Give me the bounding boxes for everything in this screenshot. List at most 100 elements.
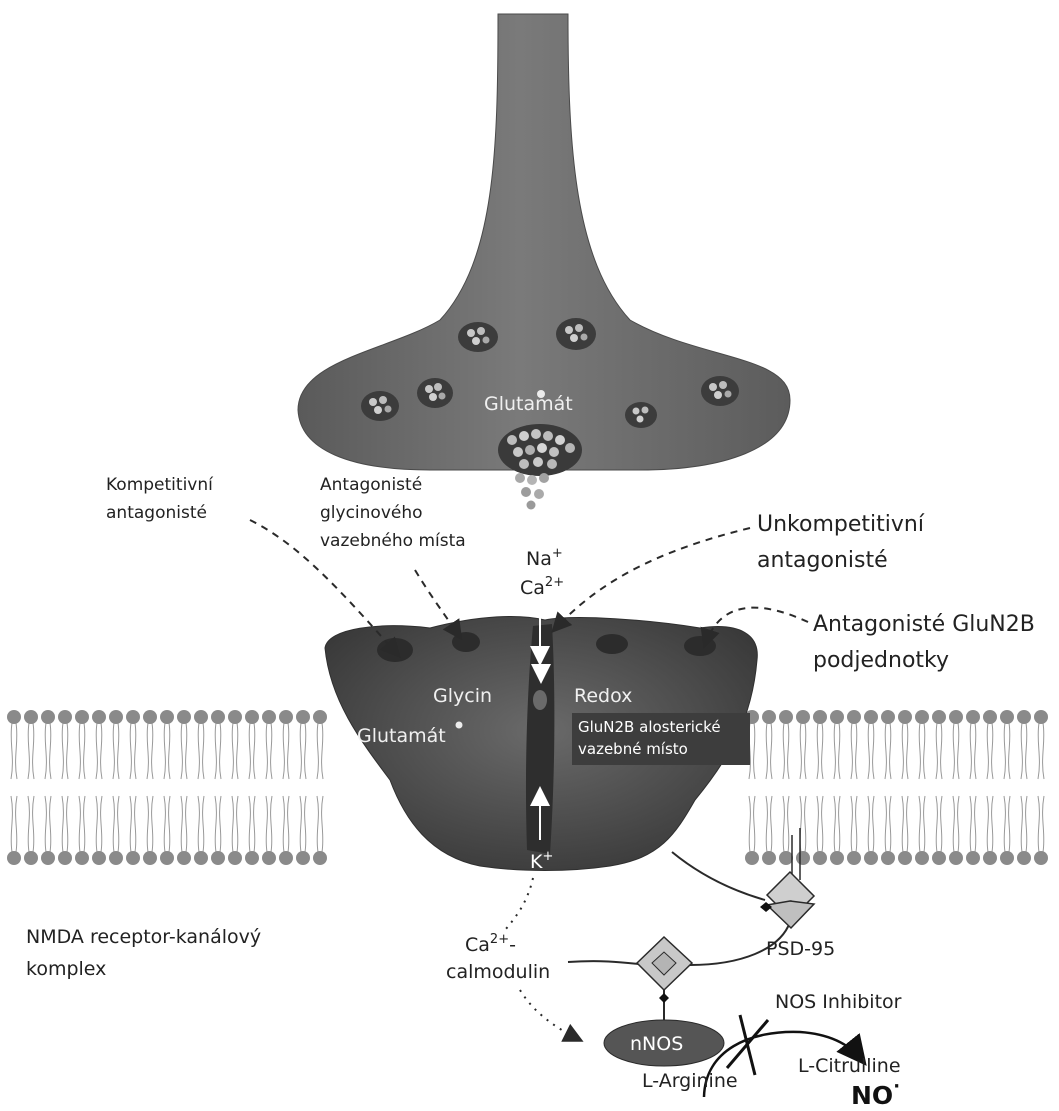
lipid-head <box>211 851 225 865</box>
glycine-site-antagonists-line2: glycinového <box>320 503 423 523</box>
receptor-redox-label: Redox <box>574 685 632 707</box>
ca-calmodulin-label-line1: Ca2+- <box>465 932 516 956</box>
vesicle <box>361 391 399 421</box>
glun2b-antagonists-line2: podjednotky <box>813 648 949 673</box>
lipid-head <box>177 710 191 724</box>
ion-na-label: Na+ <box>526 546 563 570</box>
vesicle <box>556 318 596 350</box>
receptor-glycin-label: Glycin <box>433 685 492 707</box>
lipid-head <box>1034 851 1048 865</box>
lipid-head <box>143 851 157 865</box>
lipid-head <box>779 710 793 724</box>
lipid-head <box>143 710 157 724</box>
lipid-head <box>1017 851 1031 865</box>
nnos-label: nNOS <box>630 1033 683 1055</box>
lipid-head <box>745 851 759 865</box>
lipid-head <box>898 851 912 865</box>
lipid-head <box>779 851 793 865</box>
lipid-head <box>24 851 38 865</box>
lipid-head <box>813 710 827 724</box>
lipid-head <box>983 710 997 724</box>
lipid-head <box>245 851 259 865</box>
glycine-site-antagonists-line1: Antagonisté <box>320 475 422 495</box>
lipid-head <box>41 851 55 865</box>
lipid-head <box>296 710 310 724</box>
lipid-head <box>1000 710 1014 724</box>
nos-inhibitor-label: NOS Inhibitor <box>775 991 902 1013</box>
lipid-head <box>160 710 174 724</box>
lipid-head <box>24 710 38 724</box>
lipid-head <box>762 851 776 865</box>
lipid-head <box>949 710 963 724</box>
lipid-head <box>109 710 123 724</box>
lipid-head <box>864 710 878 724</box>
glun2b-antagonists-line1: Antagonisté GluN2B <box>813 612 1035 637</box>
lipid-head <box>881 851 895 865</box>
lipid-head <box>796 710 810 724</box>
lipid-head <box>847 851 861 865</box>
lipid-head <box>92 851 106 865</box>
lipid-head <box>847 710 861 724</box>
lipid-head <box>1000 851 1014 865</box>
lipid-head <box>279 710 293 724</box>
lipid-head <box>126 710 140 724</box>
l-arginine-label: L-Arginine <box>642 1070 738 1092</box>
lipid-head <box>1034 710 1048 724</box>
uncompetitive-antagonists-line2: antagonisté <box>757 548 888 573</box>
uncompetitive-antagonists-line1: Unkompetitivní <box>757 512 925 537</box>
lipid-head <box>313 851 327 865</box>
ion-ca-label: Ca2+ <box>520 575 564 599</box>
lipid-head <box>915 851 929 865</box>
l-citrulline-label: L-Citrulline <box>798 1055 901 1077</box>
lipid-head <box>262 710 276 724</box>
lipid-head <box>58 710 72 724</box>
lipid-head <box>7 710 21 724</box>
lipid-head <box>160 851 174 865</box>
lipid-head <box>58 851 72 865</box>
vesicle <box>417 378 453 408</box>
lipid-head <box>881 710 895 724</box>
lipid-head <box>949 851 963 865</box>
glutamate-molecule-icon <box>456 722 463 729</box>
lipid-head <box>830 851 844 865</box>
lipid-head <box>983 851 997 865</box>
lipid-head <box>796 851 810 865</box>
lipid-head <box>762 710 776 724</box>
terminal-glutamate-label: Glutamát <box>484 393 573 415</box>
lipid-head <box>966 851 980 865</box>
nitric-oxide-label: NO· <box>851 1076 900 1110</box>
lipid-head <box>966 710 980 724</box>
lipid-head <box>109 851 123 865</box>
vesicle <box>458 322 498 352</box>
lipid-head <box>7 851 21 865</box>
lipid-head <box>296 851 310 865</box>
lipid-head <box>41 710 55 724</box>
lipid-head <box>864 851 878 865</box>
ca-calmodulin-label-line2: calmodulin <box>446 961 550 983</box>
lipid-head <box>262 851 276 865</box>
competitive-antagonists-line2: antagonisté <box>106 503 207 523</box>
lipid-head <box>228 710 242 724</box>
lipid-head <box>126 851 140 865</box>
allosteric-site-label-line2: vazebné místo <box>578 740 688 758</box>
complex-label-line2: komplex <box>26 958 106 980</box>
lipid-head <box>228 851 242 865</box>
receptor-glutamate-label: Glutamát <box>357 725 446 747</box>
lipid-head <box>194 851 208 865</box>
lipid-head <box>211 710 225 724</box>
lipid-head <box>245 710 259 724</box>
complex-label-line1: NMDA receptor-kanálový <box>26 926 261 948</box>
glutamate-molecule-icon <box>537 390 545 398</box>
lipid-head <box>813 851 827 865</box>
lipid-head <box>279 851 293 865</box>
glycine-site-antagonists-line3: vazebného místa <box>320 531 466 551</box>
allosteric-site-label-line1: GluN2B alosterické <box>578 718 721 736</box>
lipid-head <box>1017 710 1031 724</box>
lipid-head <box>932 851 946 865</box>
lipid-head <box>194 710 208 724</box>
lipid-head <box>932 710 946 724</box>
lipid-head <box>915 710 929 724</box>
competitive-antagonists-line1: Kompetitivní <box>106 475 214 495</box>
lipid-head <box>830 710 844 724</box>
